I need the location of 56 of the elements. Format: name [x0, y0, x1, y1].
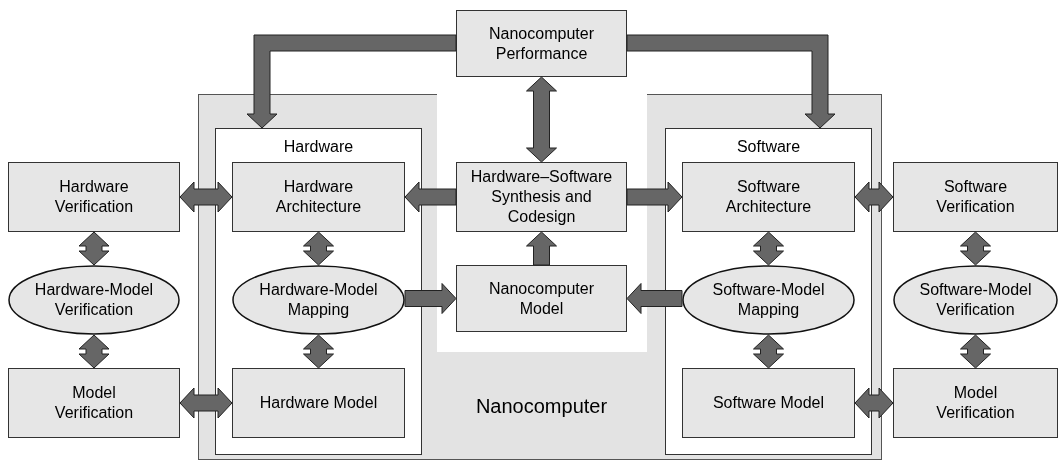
process-box: [8, 162, 180, 232]
node-label: Model Verification: [935, 383, 1016, 423]
node-label: Hardware Model: [258, 393, 379, 413]
block-arrow: [753, 334, 784, 369]
node-label: Software Verification: [935, 177, 1016, 217]
node-label: Model Verification: [53, 383, 135, 423]
block-arrow: [179, 181, 233, 213]
node-label: Software-Model Mapping: [711, 280, 826, 320]
block-arrow: [404, 283, 457, 314]
node-label: Nanocomputer Performance: [488, 23, 595, 64]
block-arrow: [78, 231, 110, 266]
process-box: [682, 368, 855, 438]
block-arrow: [78, 334, 110, 369]
process-ellipse: [682, 265, 855, 335]
block-arrow: [526, 76, 557, 163]
node-label: Hardware Architecture: [274, 177, 363, 217]
process-box: [456, 162, 627, 232]
process-box: [893, 162, 1058, 232]
node-label: Software Architecture: [724, 177, 813, 217]
group-heading: Software: [735, 137, 802, 157]
process-box: [232, 368, 405, 438]
node-label: Software-Model Verification: [918, 280, 1033, 320]
block-arrow: [303, 231, 334, 266]
block-arrow: [303, 334, 334, 369]
group-box: [665, 128, 872, 455]
group-heading: Hardware: [282, 137, 355, 157]
process-box: [232, 162, 405, 232]
block-arrow: [626, 181, 683, 213]
process-box: [8, 368, 180, 438]
node-label: Software Model: [711, 393, 826, 413]
process-box: [456, 265, 627, 332]
block-arrow: [960, 231, 991, 266]
process-box: [682, 162, 855, 232]
block-arrow: [404, 181, 457, 213]
block-arrow: [246, 34, 457, 129]
node-label: Hardware-Model Mapping: [258, 280, 379, 320]
block-arrow: [179, 387, 233, 419]
block-arrow: [753, 231, 784, 266]
region-label: Nanocomputer: [474, 394, 609, 419]
block-arrow: [526, 231, 557, 266]
node-label: Nanocomputer Model: [488, 278, 595, 319]
node-label: Hardware Verification: [53, 177, 135, 217]
process-box: [456, 10, 627, 77]
process-ellipse: [232, 265, 405, 335]
node-label: Hardware-Model Verification: [33, 280, 155, 320]
system-region: [198, 94, 882, 460]
process-box: [893, 368, 1058, 438]
group-box: [215, 128, 422, 455]
process-ellipse: [8, 265, 180, 335]
block-arrow: [626, 283, 683, 314]
node-label: Hardware–Software Synthesis and Codesign: [469, 167, 614, 227]
block-arrow: [854, 181, 894, 213]
process-ellipse: [893, 265, 1058, 335]
block-arrow: [626, 34, 836, 129]
block-arrow: [854, 387, 894, 419]
block-arrow: [960, 334, 991, 369]
